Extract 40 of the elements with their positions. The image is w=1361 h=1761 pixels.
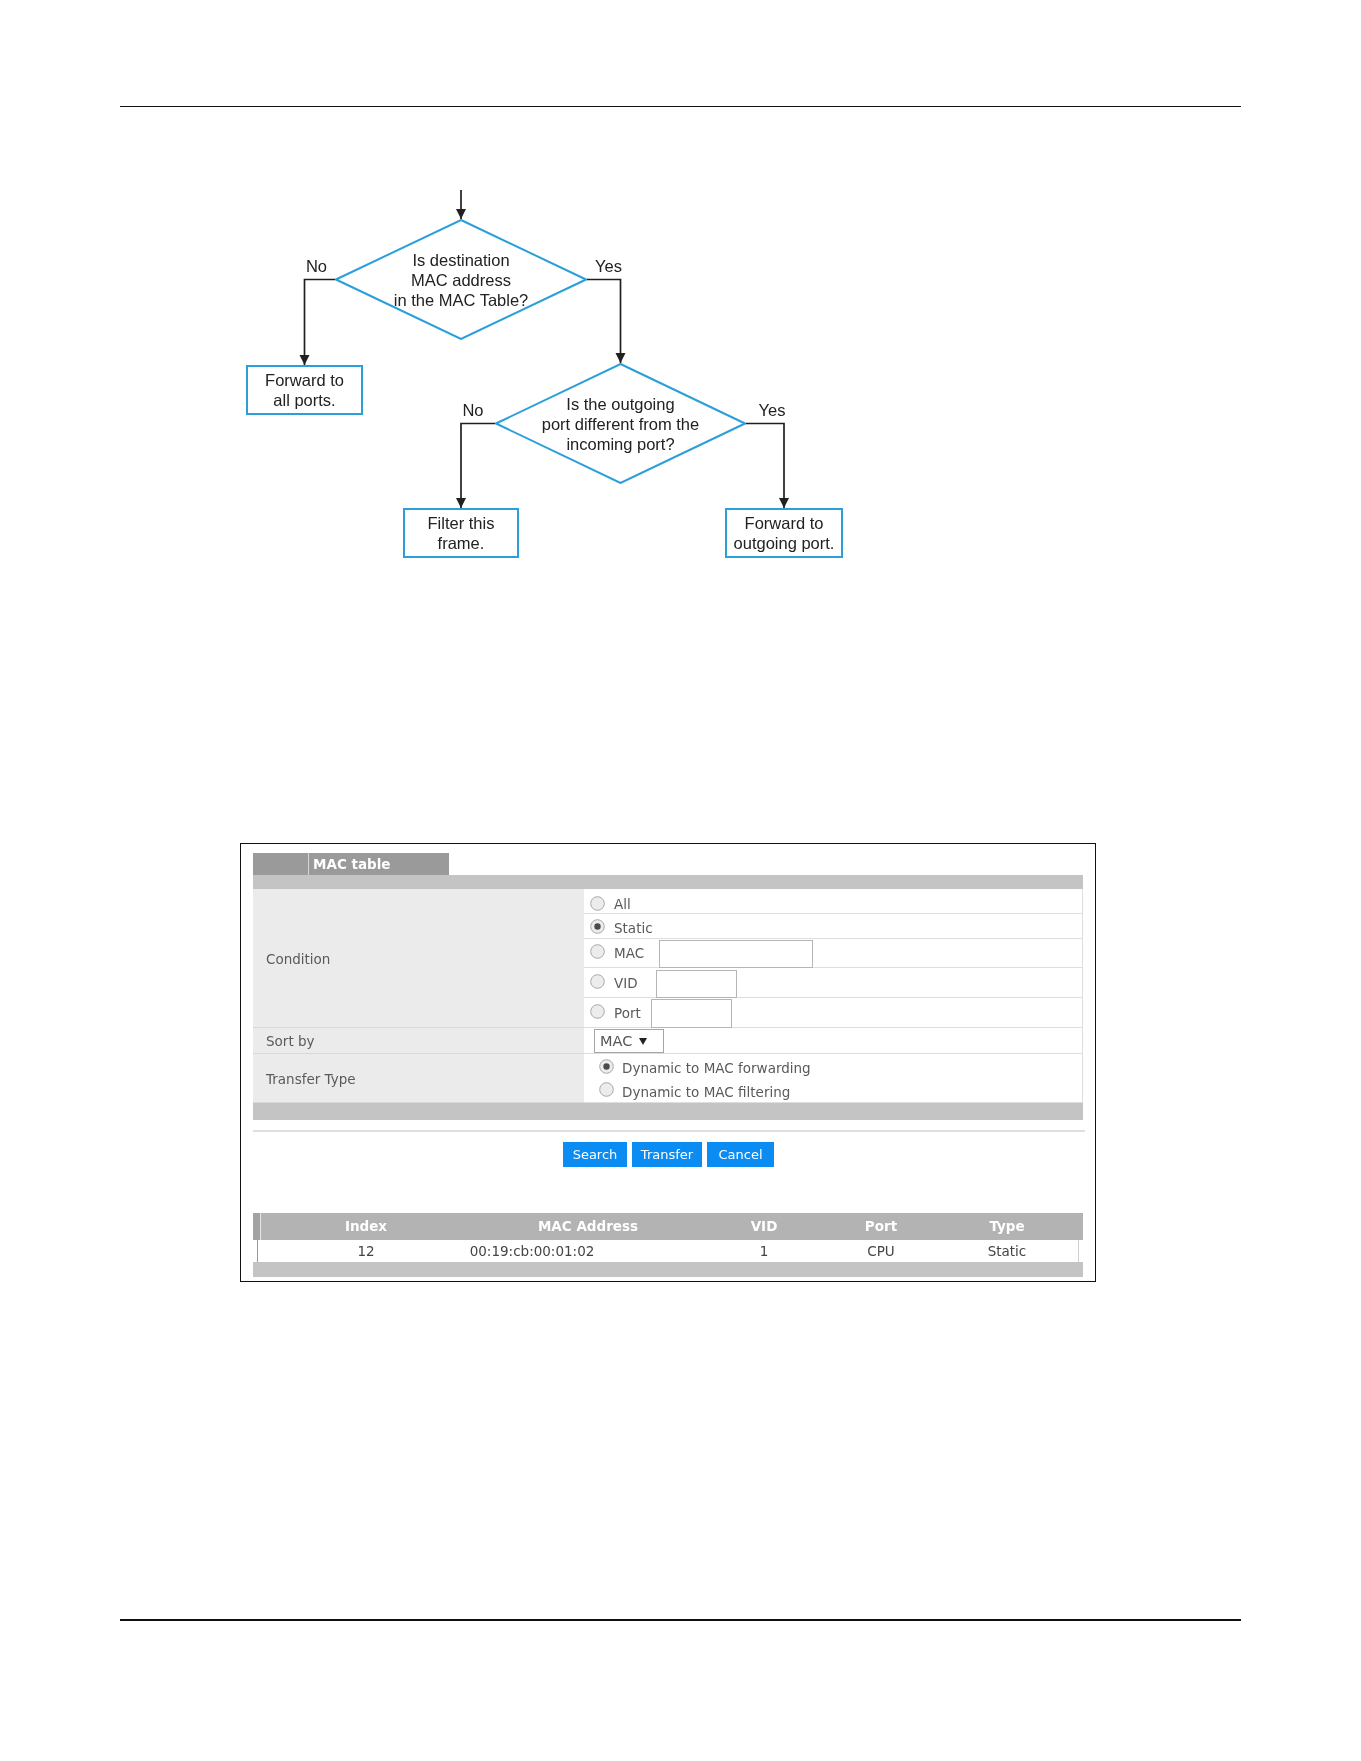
option-label: Dynamic to MAC forwarding — [622, 1059, 811, 1077]
action-button: Cancel — [707, 1142, 774, 1167]
action-text: Filter this frame. — [427, 513, 495, 553]
field-label: Transfer Type — [266, 1070, 356, 1088]
option-label: MAC — [614, 944, 645, 962]
process-box — [725, 508, 843, 558]
option-label: Static — [614, 919, 653, 937]
flow-arrow — [299, 278, 336, 366]
option-label: VID — [614, 974, 638, 992]
flow-arrow — [456, 422, 496, 509]
action-button: Transfer — [632, 1142, 702, 1167]
decision-diamond — [335, 219, 587, 340]
column-header: MAC Address — [537, 1217, 639, 1236]
flow-arrow — [586, 278, 626, 364]
action-text: Forward to outgoing port. — [733, 513, 835, 553]
option-label: Dynamic to MAC filtering — [622, 1083, 791, 1101]
decision-diamond — [495, 363, 746, 484]
action-button: Search — [563, 1142, 627, 1167]
column-header: Type — [989, 1217, 1025, 1236]
data-value: 1 — [759, 1242, 769, 1261]
data-value: 00:19:cb:00:01:02 — [469, 1242, 595, 1261]
question-text: Is destination MAC address in the MAC Table? — [393, 249, 529, 310]
data-value: Static — [987, 1242, 1027, 1261]
process-box — [403, 508, 519, 558]
question-text: Is the outgoing port different from the incoming port? — [541, 393, 700, 454]
flow-arrow — [745, 422, 789, 509]
dropdown-select: MAC — [594, 1029, 664, 1053]
data-value: 12 — [357, 1242, 375, 1261]
data-value: CPU — [867, 1242, 895, 1261]
flow-arrow — [456, 189, 466, 220]
field-label: Sort by — [266, 1032, 315, 1050]
action-text: Forward to all ports. — [265, 370, 344, 410]
section-tab: MAC table — [253, 853, 449, 875]
column-header: Port — [864, 1217, 898, 1236]
column-header: Index — [344, 1217, 388, 1236]
option-label: Port — [614, 1004, 641, 1022]
option-label: All — [614, 895, 631, 913]
process-box — [246, 365, 363, 415]
column-header: VID — [750, 1217, 778, 1236]
field-label: Condition — [266, 950, 331, 968]
